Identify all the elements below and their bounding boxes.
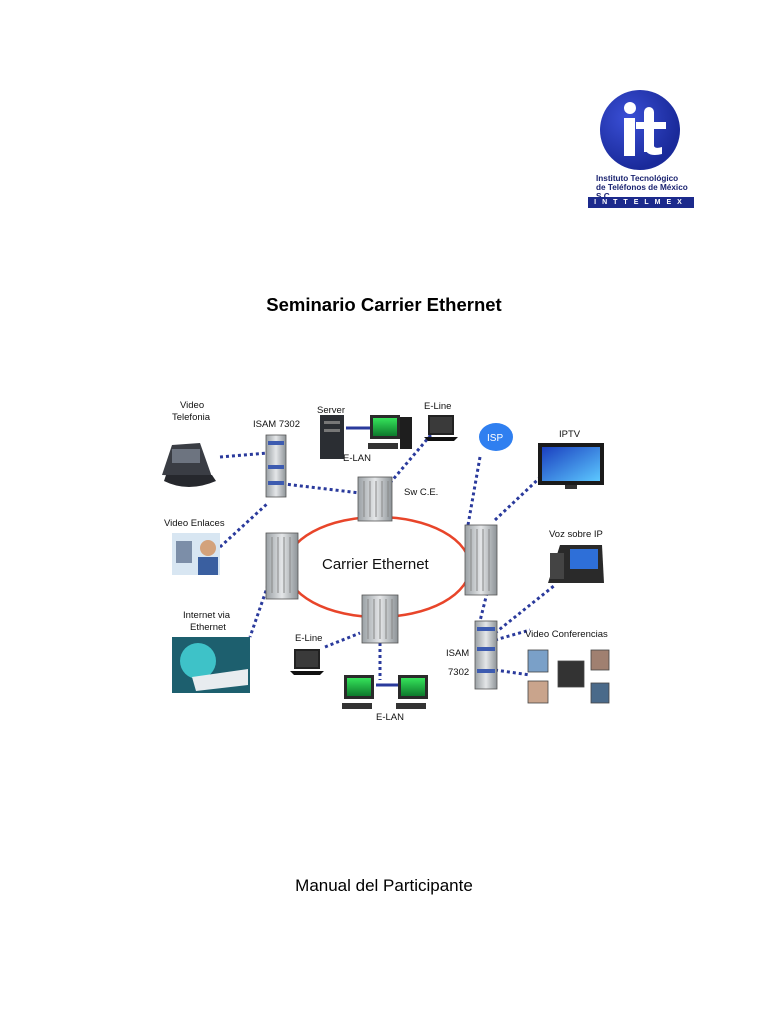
label-iptv: IPTV: [559, 429, 581, 440]
video-conference-photos-icon: [527, 649, 610, 704]
label-carrier-ethernet: Carrier Ethernet: [322, 556, 430, 573]
video-enlaces-photo-icon: [172, 533, 220, 575]
label-isp: ISP: [487, 433, 503, 444]
elan-top-computer-icon: [368, 415, 412, 449]
label-eline-bottom: E-Line: [295, 633, 322, 644]
right-chassis-icon: [464, 524, 498, 596]
bottom-chassis-icon: [361, 594, 399, 644]
voip-phone-icon: [548, 545, 604, 583]
eline-top-laptop-icon: [424, 415, 458, 441]
server-icon: [320, 415, 344, 459]
left-chassis-icon: [265, 532, 299, 600]
label-internet-2: Ethernet: [190, 622, 226, 633]
isam-bottom-rack-icon: [474, 620, 498, 690]
label-elan-top: E-LAN: [343, 453, 371, 464]
elan-bottom-computer-1-icon: [342, 675, 374, 709]
isp-cloud-icon: [479, 423, 513, 451]
label-swce: Sw C.E.: [404, 487, 438, 498]
network-diagram: Video Telefonia ISAM 7302 Server E-LAN E…: [162, 400, 610, 723]
label-video-conferencias: Video Conferencias: [525, 629, 608, 640]
logo-band: INTTELMEX: [588, 197, 694, 208]
document-subtitle: Manual del Participante: [295, 876, 473, 895]
isam-top-rack-icon: [265, 434, 287, 498]
label-isam-bottom-1: ISAM: [446, 648, 469, 659]
video-phone-icon: [162, 443, 216, 487]
label-isam-bottom-2: 7302: [448, 667, 469, 678]
logo-it-mark-icon: [624, 102, 666, 156]
iptv-television-icon: [538, 443, 604, 489]
label-video-telefonia-2: Telefonia: [172, 412, 211, 423]
institution-logo: Instituto Tecnológico de Teléfonos de Mé…: [580, 90, 700, 215]
document-title: Seminario Carrier Ethernet: [266, 294, 502, 315]
logo-name: Instituto Tecnológico de Teléfonos de Mé…: [596, 174, 700, 201]
logo-line-1: Instituto Tecnológico: [596, 174, 679, 183]
eline-bottom-laptop-icon: [290, 649, 324, 675]
label-isam-top: ISAM 7302: [253, 419, 300, 430]
label-voz-ip: Voz sobre IP: [549, 529, 603, 540]
elan-bottom-computer-2-icon: [396, 675, 428, 709]
label-eline-top: E-Line: [424, 401, 451, 412]
switch-ce-chassis-icon: [357, 476, 393, 522]
logo-circle-icon: [600, 90, 680, 170]
label-internet-1: Internet via: [183, 610, 231, 621]
label-video-enlaces: Video Enlaces: [164, 518, 225, 529]
internet-ethernet-photo-icon: [172, 637, 250, 693]
label-elan-bottom: E-LAN: [376, 712, 404, 723]
label-server: Server: [317, 405, 345, 416]
logo-line-2: de Teléfonos de México S.C.: [596, 183, 688, 201]
label-video-telefonia-1: Video: [180, 400, 204, 411]
